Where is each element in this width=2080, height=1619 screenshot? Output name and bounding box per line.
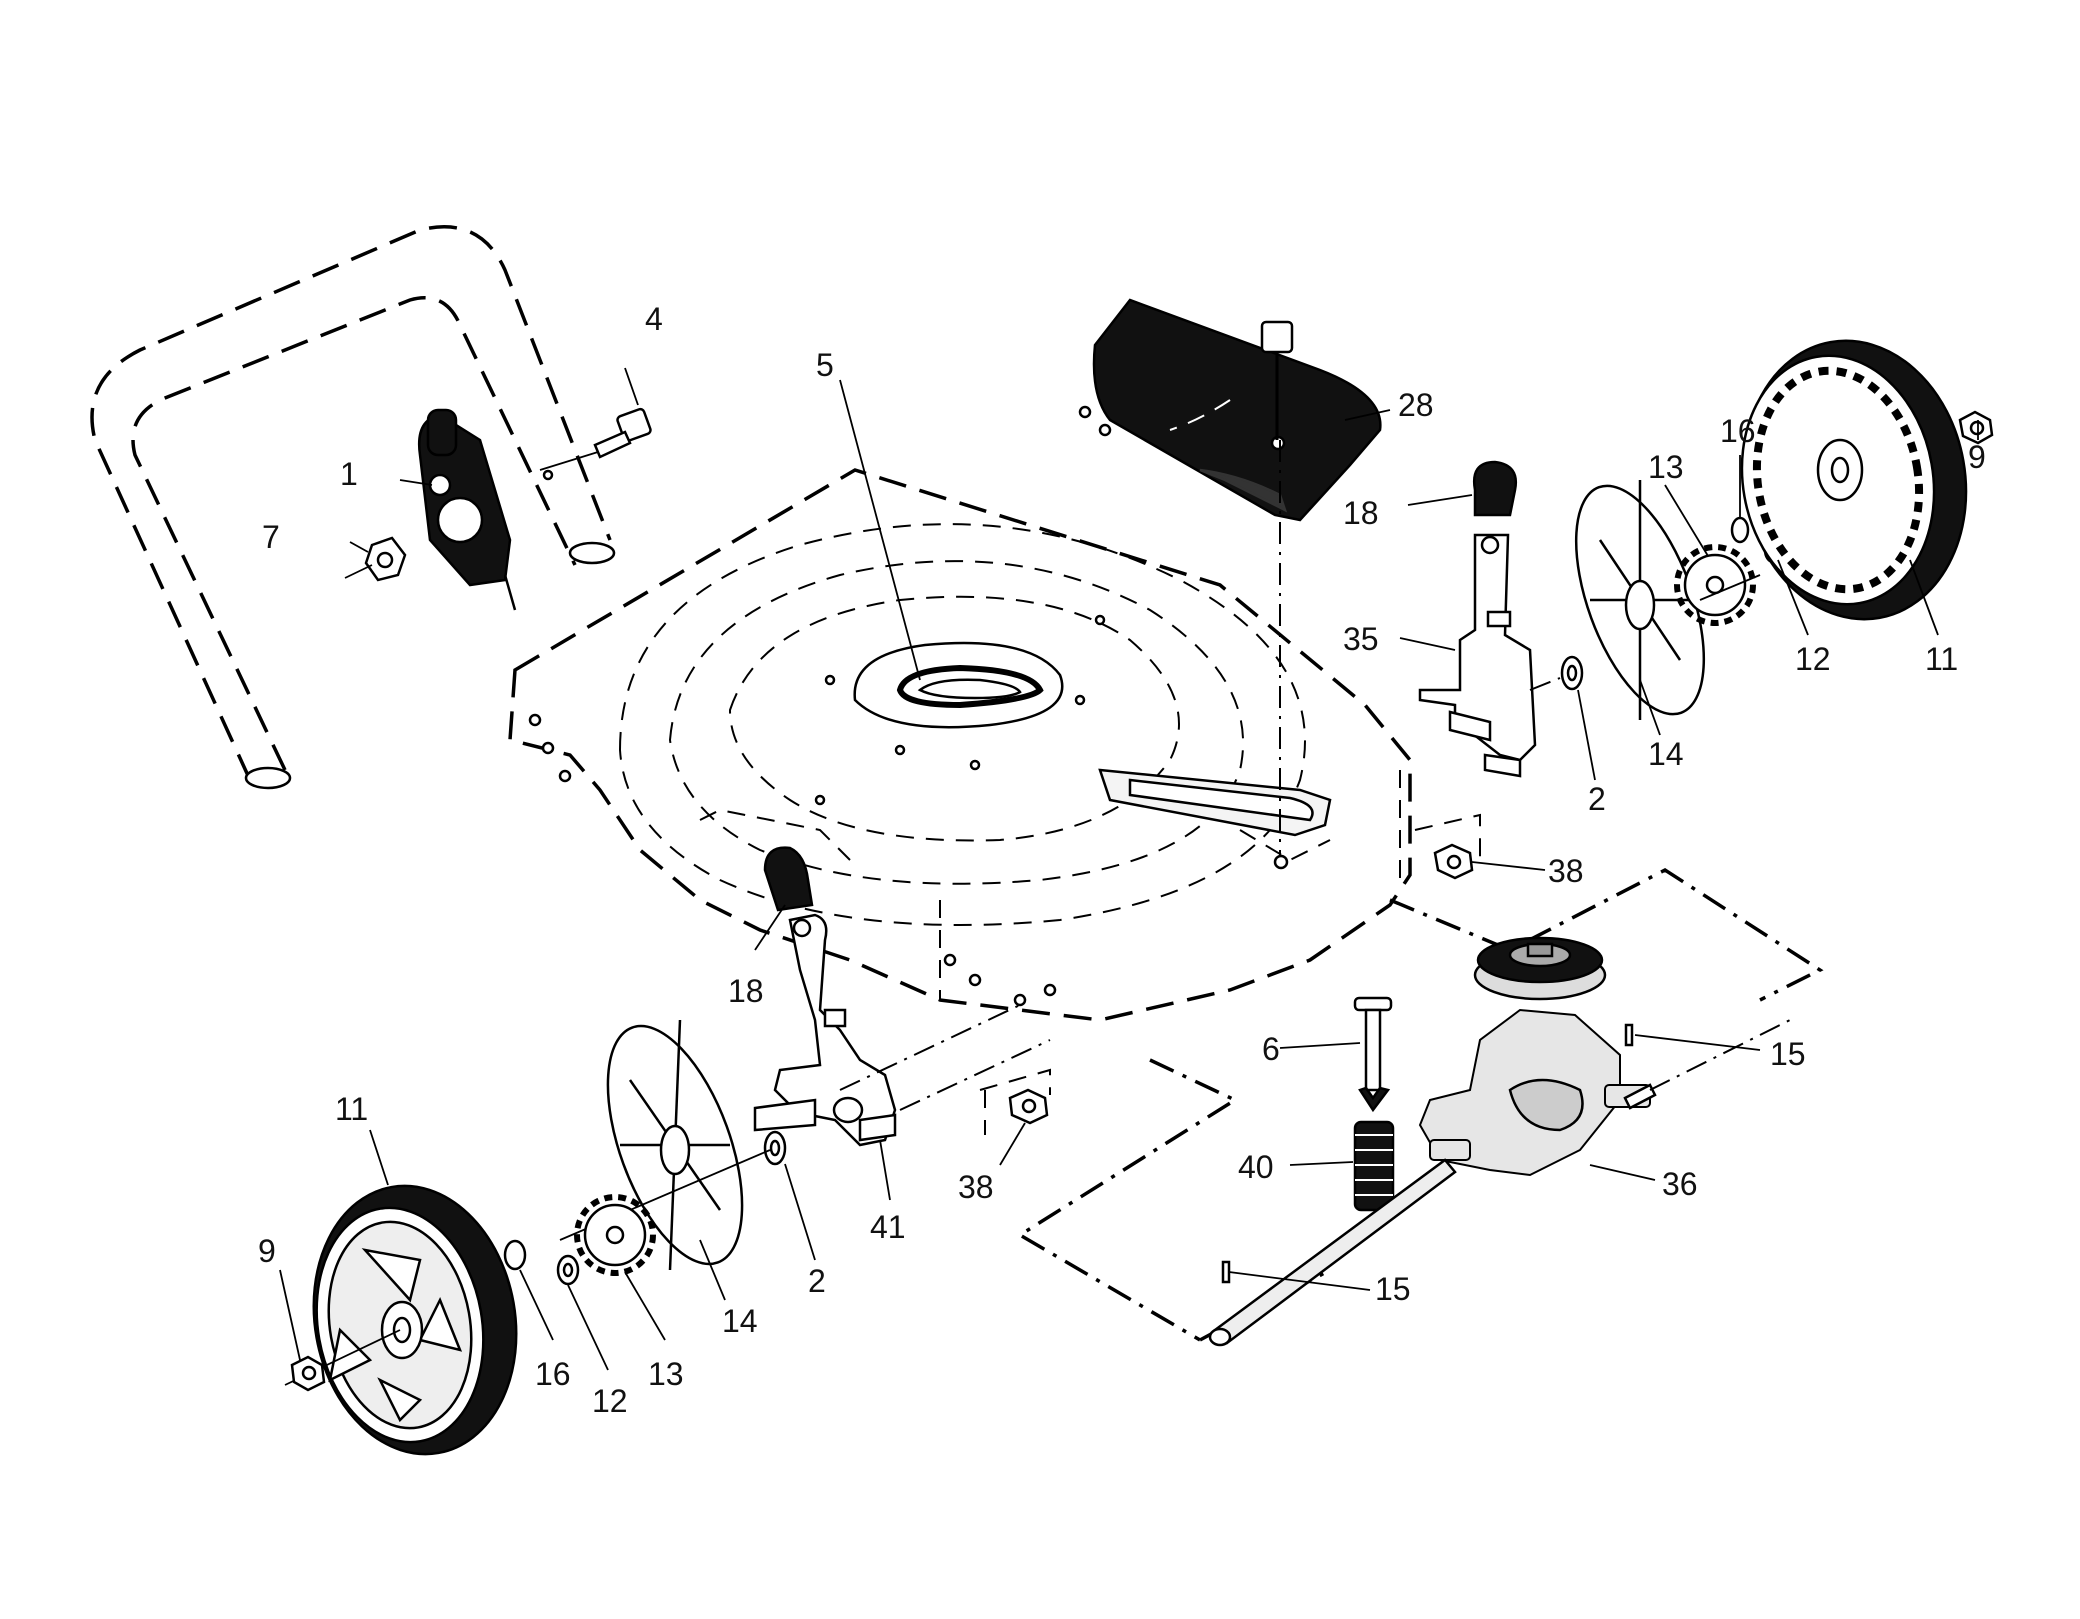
callout-16-left: 16: [535, 1356, 571, 1392]
clip-part-15-right: [1624, 1023, 1634, 1047]
callout-38-right: 38: [1548, 853, 1584, 889]
wheel-part-11-right: [1740, 339, 1968, 621]
gear-part-13-left: [574, 1194, 656, 1276]
callout-13-left: 13: [648, 1356, 684, 1392]
washer-part-16-right: [1730, 516, 1750, 544]
callout-7: 7: [262, 519, 280, 555]
callout-2-right: 2: [1588, 781, 1606, 817]
callout-11-right: 11: [1925, 641, 1958, 677]
bolt-part-4: [539, 407, 652, 481]
mower-deck-outline: [508, 468, 1412, 1022]
callout-12-left: 12: [592, 1383, 628, 1419]
washer-part-2-right: [1560, 655, 1584, 691]
deck-hole: [1273, 854, 1289, 870]
pin-part-6: [1353, 996, 1393, 1113]
axle-line-left-lower: [899, 1039, 1051, 1111]
cover-bolt: [1260, 320, 1294, 440]
callout-41: 41: [870, 1209, 906, 1245]
callout-18-left: 18: [728, 973, 764, 1009]
callout-5: 5: [816, 347, 834, 383]
callout-15-right: 15: [1770, 1036, 1806, 1072]
transmission-envelope: [1016, 867, 1824, 1342]
chute-channel: [1098, 768, 1332, 862]
callout-13-right: 13: [1648, 449, 1684, 485]
nut-part-9-right: [1958, 410, 1994, 445]
washer-part-2-left: [763, 1130, 787, 1166]
height-adjuster-bracket: [417, 408, 517, 611]
axle-line-right: [1529, 677, 1561, 691]
callout-9-right: 9: [1968, 439, 1986, 475]
callout-1: 1: [340, 456, 358, 492]
axle-shaft: [1208, 1083, 1657, 1347]
callout-38-left: 38: [958, 1169, 994, 1205]
nut-part-7: [344, 536, 407, 582]
callout-15-left: 15: [1375, 1271, 1411, 1307]
callout-28: 28: [1398, 387, 1434, 423]
transmission-part-36: [1418, 936, 1651, 1177]
nut-part-38-right: [1414, 813, 1481, 880]
washer-part-12-left: [556, 1254, 580, 1286]
callout-16-right: 16: [1720, 413, 1756, 449]
callout-11-left: 11: [335, 1091, 368, 1127]
drive-belt-part-5: [853, 641, 1064, 729]
callout-18-right: 18: [1343, 495, 1379, 531]
rear-cover-part-28: [1078, 298, 1382, 522]
clip-part-15-left: [1221, 1260, 1231, 1284]
leader-lines: [279, 367, 1979, 1371]
callout-12-right: 12: [1795, 641, 1831, 677]
gear-part-13-right: [1674, 544, 1756, 626]
callout-40: 40: [1238, 1149, 1274, 1185]
nut-part-9-left: [290, 1355, 326, 1392]
nut-part-38-left: [979, 1068, 1051, 1135]
axle-centerline: [1649, 1019, 1791, 1091]
axle-line-left-upper: [839, 1004, 1021, 1091]
right-adjuster-bracket-part-35: [1418, 460, 1537, 778]
right-shaft: [1699, 574, 1761, 601]
callout-labels: 1 4 7 5 28 18 35 16 13 9 12 11 14 2 38 1…: [258, 301, 1986, 1419]
callout-14-left: 14: [722, 1303, 758, 1339]
wheel-part-11-left: [312, 1184, 518, 1456]
left-adjuster-bracket-part-41: [753, 846, 897, 1147]
callout-2-left: 2: [808, 1263, 826, 1299]
hubcap-part-14-left: [606, 1019, 744, 1271]
callout-6: 6: [1262, 1031, 1280, 1067]
callout-14-right: 14: [1648, 736, 1684, 772]
callout-36: 36: [1662, 1166, 1698, 1202]
washer-part-16-left: [503, 1239, 527, 1271]
handle-outline: [90, 225, 616, 790]
callout-4: 4: [645, 301, 663, 337]
spring-part-40: [1353, 1120, 1395, 1212]
callout-35: 35: [1343, 621, 1379, 657]
callout-9-left: 9: [258, 1233, 276, 1269]
